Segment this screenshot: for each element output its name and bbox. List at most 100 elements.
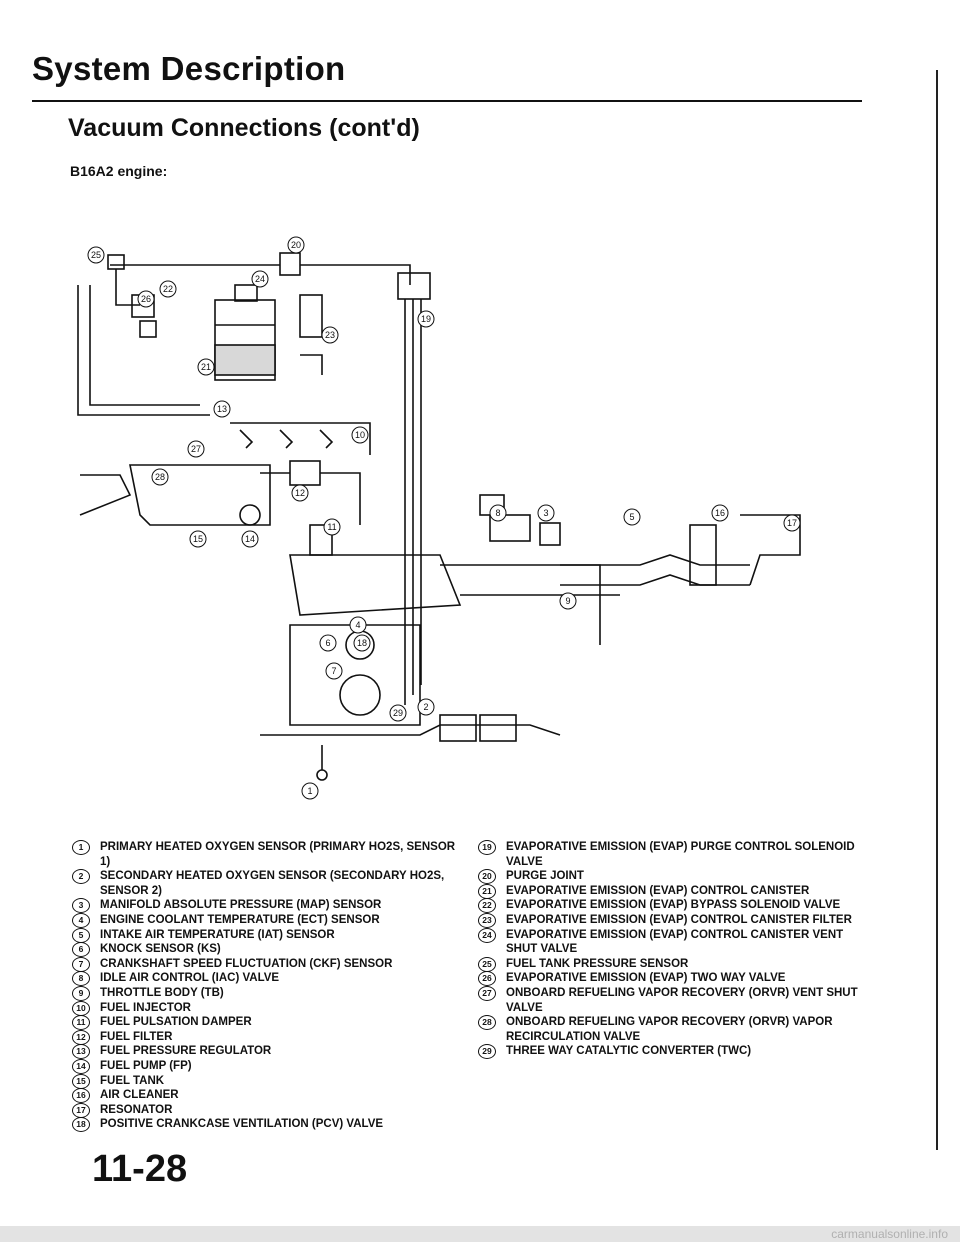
svg-text:14: 14 [245, 534, 255, 544]
svg-text:2: 2 [423, 702, 428, 712]
callout-3: 3 [537, 504, 555, 522]
title-rule [32, 100, 862, 102]
crank-pulley [339, 674, 381, 716]
fuel-filter-shape [289, 460, 321, 486]
svg-text:17: 17 [787, 518, 797, 528]
callout-5: 5 [623, 508, 641, 526]
two-way-valve-shape [139, 320, 157, 338]
callout-14: 14 [241, 530, 259, 548]
svg-text:24: 24 [255, 274, 265, 284]
engine-label: B16A2 engine: [70, 163, 168, 179]
callout-17: 17 [783, 514, 801, 532]
orvr-valve-shape [107, 254, 125, 270]
svg-text:19: 19 [421, 314, 431, 324]
page-number: 11-28 [92, 1148, 188, 1190]
callout-26: 26 [137, 290, 155, 308]
callout-23: 23 [321, 326, 339, 344]
watermark: carmanualsonline.info [831, 1227, 948, 1241]
callout-8: 8 [489, 504, 507, 522]
callout-19: 19 [417, 310, 435, 328]
callout-10: 10 [351, 426, 369, 444]
svg-text:21: 21 [201, 362, 211, 372]
vacuum-diagram: 20 25 24 19 26 22 23 21 13 10 27 28 12 1… [77, 236, 801, 800]
svg-text:16: 16 [715, 508, 725, 518]
purge-joint-shape [279, 252, 301, 276]
callout-29: 29 [389, 704, 407, 722]
bottom-bar [0, 1226, 960, 1242]
callout-21: 21 [197, 358, 215, 376]
callout-6: 6 [319, 634, 337, 652]
callout-7: 7 [325, 662, 343, 680]
canister-filter-shape [299, 294, 323, 338]
svg-text:15: 15 [193, 534, 203, 544]
svg-text:5: 5 [629, 512, 634, 522]
callout-22: 22 [159, 280, 177, 298]
fuel-rail [230, 422, 371, 455]
svg-text:4: 4 [355, 620, 360, 630]
callout-24: 24 [251, 270, 269, 288]
o2-sensor-shape [316, 769, 328, 781]
svg-text:28: 28 [155, 472, 165, 482]
air-duct [560, 554, 750, 566]
section-title: Vacuum Connections (cont'd) [68, 114, 420, 142]
svg-text:10: 10 [355, 430, 365, 440]
fuel-tank-shape [129, 464, 271, 526]
callout-2: 2 [417, 698, 435, 716]
svg-text:29: 29 [393, 708, 403, 718]
callout-12: 12 [291, 484, 309, 502]
svg-text:26: 26 [141, 294, 151, 304]
map-sensor-shape [539, 522, 561, 546]
callout-20: 20 [287, 236, 305, 254]
fuel-pump-shape [239, 504, 261, 526]
page-title: System Description [32, 50, 346, 87]
svg-text:12: 12 [295, 488, 305, 498]
svg-text:18: 18 [357, 638, 367, 648]
intake-manifold [289, 554, 462, 616]
callout-28: 28 [151, 468, 169, 486]
callout-18: 18 [353, 634, 371, 652]
air-cleaner-shape [689, 524, 717, 586]
hose-top [110, 264, 411, 285]
svg-text:22: 22 [163, 284, 173, 294]
callout-27: 27 [187, 440, 205, 458]
throttle-body-shape [489, 514, 531, 542]
svg-text:9: 9 [565, 596, 570, 606]
catalytic-converter-shape [439, 714, 477, 742]
svg-text:6: 6 [325, 638, 330, 648]
svg-text:8: 8 [495, 508, 500, 518]
svg-text:23: 23 [325, 330, 335, 340]
page-edge-line [936, 70, 938, 1150]
exhaust-pipe [260, 724, 561, 736]
callout-4: 4 [349, 616, 367, 634]
svg-text:20: 20 [291, 240, 301, 250]
resonator-shape [740, 514, 801, 586]
svg-text:25: 25 [91, 250, 101, 260]
callout-16: 16 [711, 504, 729, 522]
engine-block [289, 624, 421, 726]
callout-11: 11 [323, 518, 341, 536]
callout-25: 25 [87, 246, 105, 264]
callout-13: 13 [213, 400, 231, 418]
